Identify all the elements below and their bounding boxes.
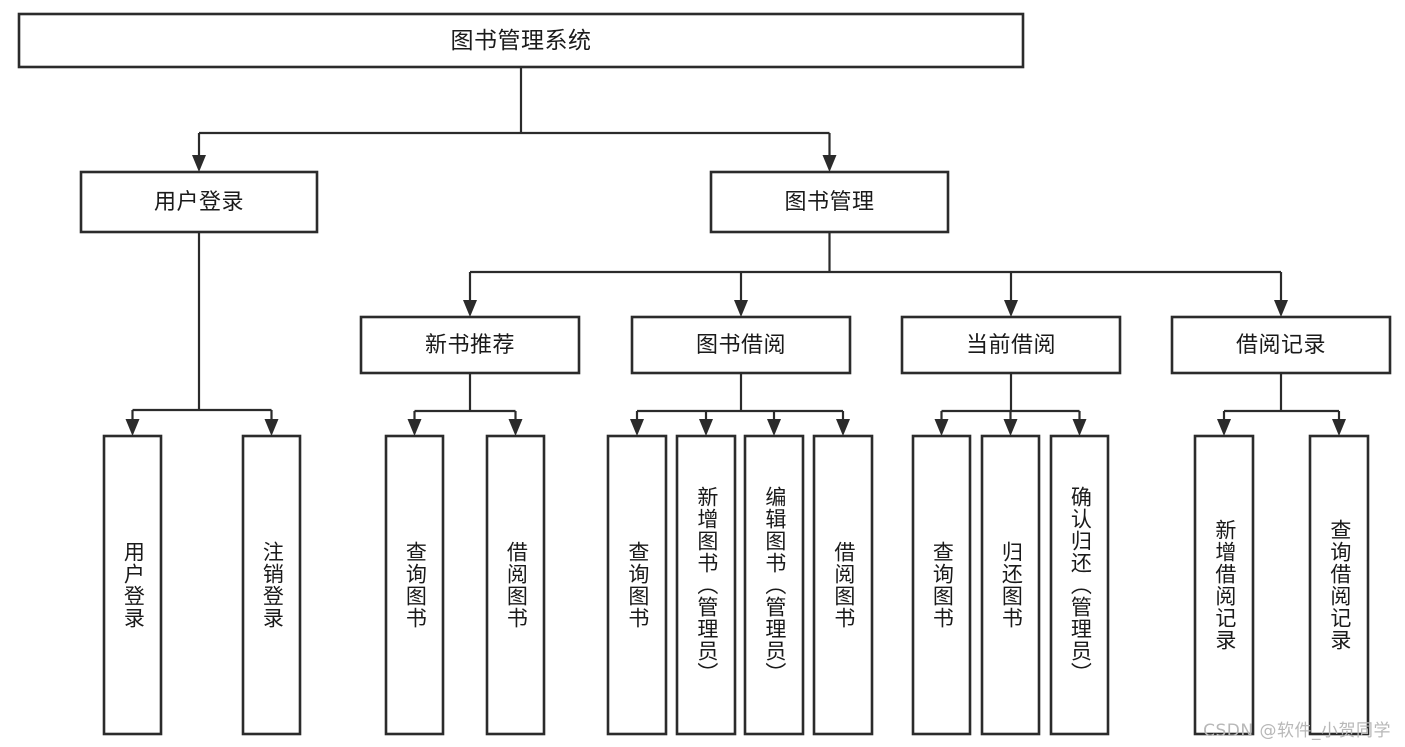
node-book-borrow[interactable]: [630, 315, 852, 375]
watermark: CSDN @软件_小贺同学: [1203, 721, 1391, 741]
arrow-head-icon: [1332, 419, 1346, 436]
node-label-root: 图书管理系统: [451, 28, 592, 54]
node-new-book-recommend[interactable]: [359, 315, 581, 375]
node-leaf-edit-book-admin[interactable]: [743, 434, 805, 736]
node-label-current-borrow: 当前借阅: [966, 333, 1056, 358]
arrow-head-icon: [264, 419, 279, 436]
node-leaf-query-borrow-record[interactable]: [1308, 434, 1370, 736]
arrow-head-icon: [767, 419, 781, 436]
node-leaf-logout-login[interactable]: [241, 434, 302, 736]
connector-layer: [125, 67, 1346, 436]
arrow-head-icon: [463, 300, 477, 317]
node-label-borrow-record: 借阅记录: [1236, 333, 1326, 358]
box-layer: [17, 12, 1392, 736]
arrow-head-icon: [699, 419, 713, 436]
node-leaf-borrow-book-2[interactable]: [812, 434, 874, 736]
arrow-head-icon: [1217, 419, 1231, 436]
arrow-head-icon: [1004, 300, 1018, 317]
node-leaf-add-borrow-record[interactable]: [1193, 434, 1255, 736]
arrow-head-icon: [125, 419, 140, 436]
arrow-head-icon: [934, 419, 949, 436]
node-leaf-user-login[interactable]: [102, 434, 163, 736]
node-label-book-manage: 图书管理: [784, 190, 874, 215]
node-label-new-book-recommend: 新书推荐: [425, 333, 515, 358]
arrow-head-icon: [630, 419, 644, 436]
node-current-borrow[interactable]: [900, 315, 1122, 375]
node-leaf-return-book[interactable]: [980, 434, 1041, 736]
node-leaf-query-book-2[interactable]: [606, 434, 668, 736]
node-book-manage[interactable]: [709, 170, 950, 234]
arrow-head-icon: [822, 155, 837, 172]
arrow-head-icon: [192, 155, 206, 172]
arrow-head-icon: [1003, 419, 1018, 436]
node-label-book-borrow: 图书借阅: [696, 333, 786, 358]
node-root-system[interactable]: [17, 12, 1025, 69]
arrow-head-icon: [1274, 300, 1288, 317]
node-user-login[interactable]: [79, 170, 319, 234]
node-leaf-add-book-admin[interactable]: [675, 434, 737, 736]
arrow-head-icon: [508, 419, 523, 436]
node-leaf-borrow-book-1[interactable]: [485, 434, 546, 736]
node-leaf-query-book-1[interactable]: [384, 434, 445, 736]
arrow-head-icon: [407, 419, 422, 436]
node-leaf-query-book-3[interactable]: [911, 434, 972, 736]
node-leaf-confirm-return-admin[interactable]: [1049, 434, 1110, 736]
node-label-user-login: 用户登录: [154, 190, 244, 215]
arrow-head-icon: [734, 300, 748, 317]
arrow-head-icon: [1072, 419, 1087, 436]
arrow-head-icon: [836, 419, 850, 436]
node-borrow-record[interactable]: [1170, 315, 1392, 375]
